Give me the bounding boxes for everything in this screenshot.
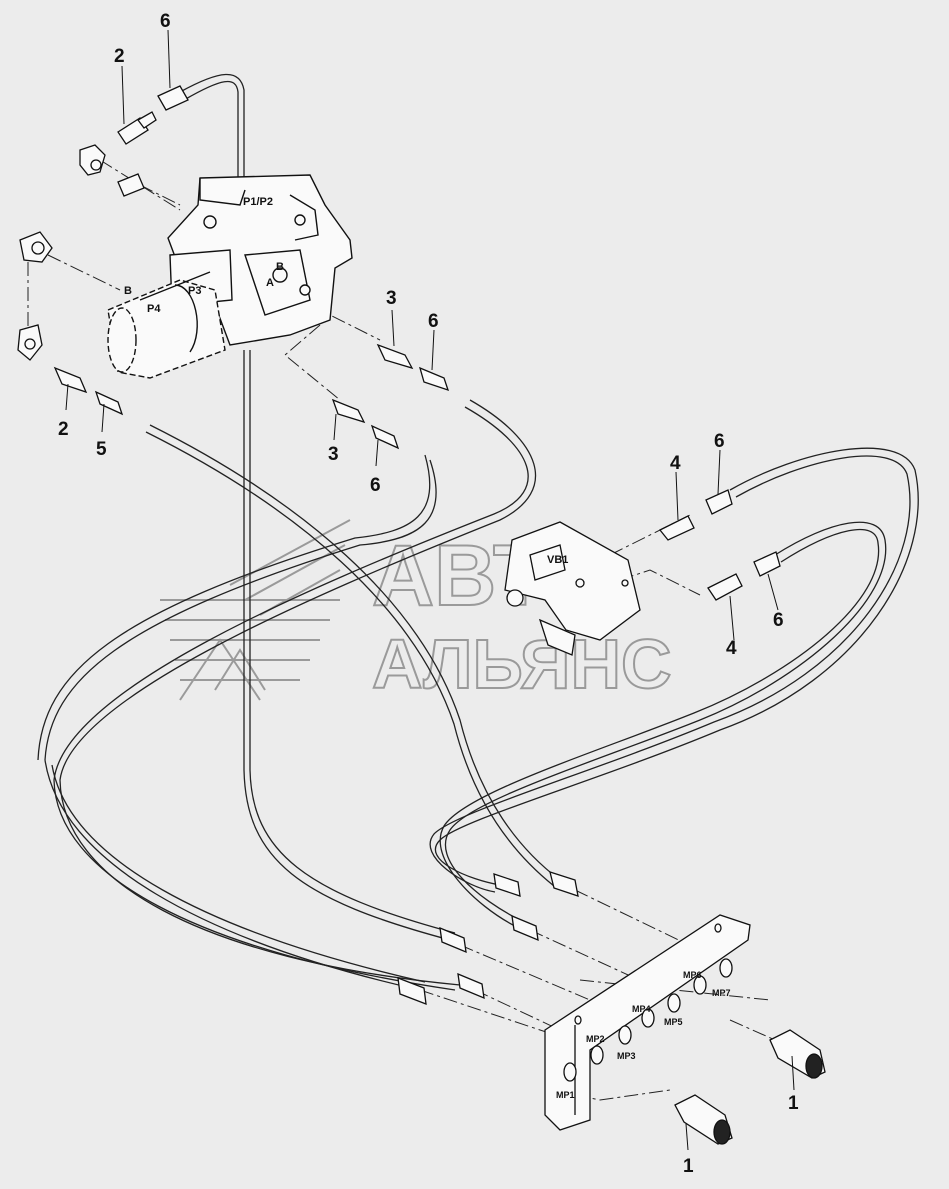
label-p4: P4 <box>147 303 161 315</box>
callout-6-middle: 6 <box>370 475 381 496</box>
label-port-b-left: B <box>124 285 132 297</box>
callout-1-right: 1 <box>788 1093 799 1114</box>
callout-4-lower: 4 <box>726 638 737 659</box>
hose-nuts <box>94 85 781 1005</box>
label-port-b-right: B <box>276 261 284 273</box>
callout-4-upper: 4 <box>670 453 681 474</box>
callout-6-top: 6 <box>160 11 171 32</box>
callout-6-valve-lower: 6 <box>773 610 784 631</box>
port-mp6: MP6 <box>683 970 702 980</box>
callout-5: 5 <box>96 439 107 460</box>
mp-bracket <box>544 914 751 1131</box>
elbow-fittings <box>17 144 106 361</box>
callout-6-valve-upper: 6 <box>714 431 725 452</box>
port-mp3: MP3 <box>617 1051 636 1061</box>
test-couplings <box>674 1029 826 1145</box>
port-mp2: MP2 <box>586 1034 605 1044</box>
adapters <box>53 111 743 601</box>
callout-6-pump: 6 <box>428 311 439 332</box>
port-mp7: MP7 <box>712 988 731 998</box>
label-vb1: VB1 <box>547 554 568 566</box>
label-p3: P3 <box>188 285 201 297</box>
callout-3-middle: 3 <box>328 444 339 465</box>
port-mp1: MP1 <box>556 1090 575 1100</box>
watermark-line2: АЛЬЯНС <box>372 625 672 703</box>
port-mp5: MP5 <box>664 1017 683 1027</box>
callout-3-right: 3 <box>386 288 397 309</box>
callout-2-left: 2 <box>58 419 69 440</box>
valve-block-vb1 <box>504 521 641 656</box>
callout-2-top: 2 <box>114 46 125 67</box>
hose-lines <box>37 73 919 991</box>
label-port-a: A <box>266 277 274 289</box>
port-mp4: MP4 <box>632 1004 651 1014</box>
callout-1-bottom: 1 <box>683 1156 694 1177</box>
label-p1p2: P1/P2 <box>243 196 273 208</box>
callout-leaders <box>65 29 795 1151</box>
pump-assembly <box>107 174 353 379</box>
callout-numbers: 1 1 2 2 3 3 4 4 5 6 6 6 6 6 <box>58 11 799 1177</box>
